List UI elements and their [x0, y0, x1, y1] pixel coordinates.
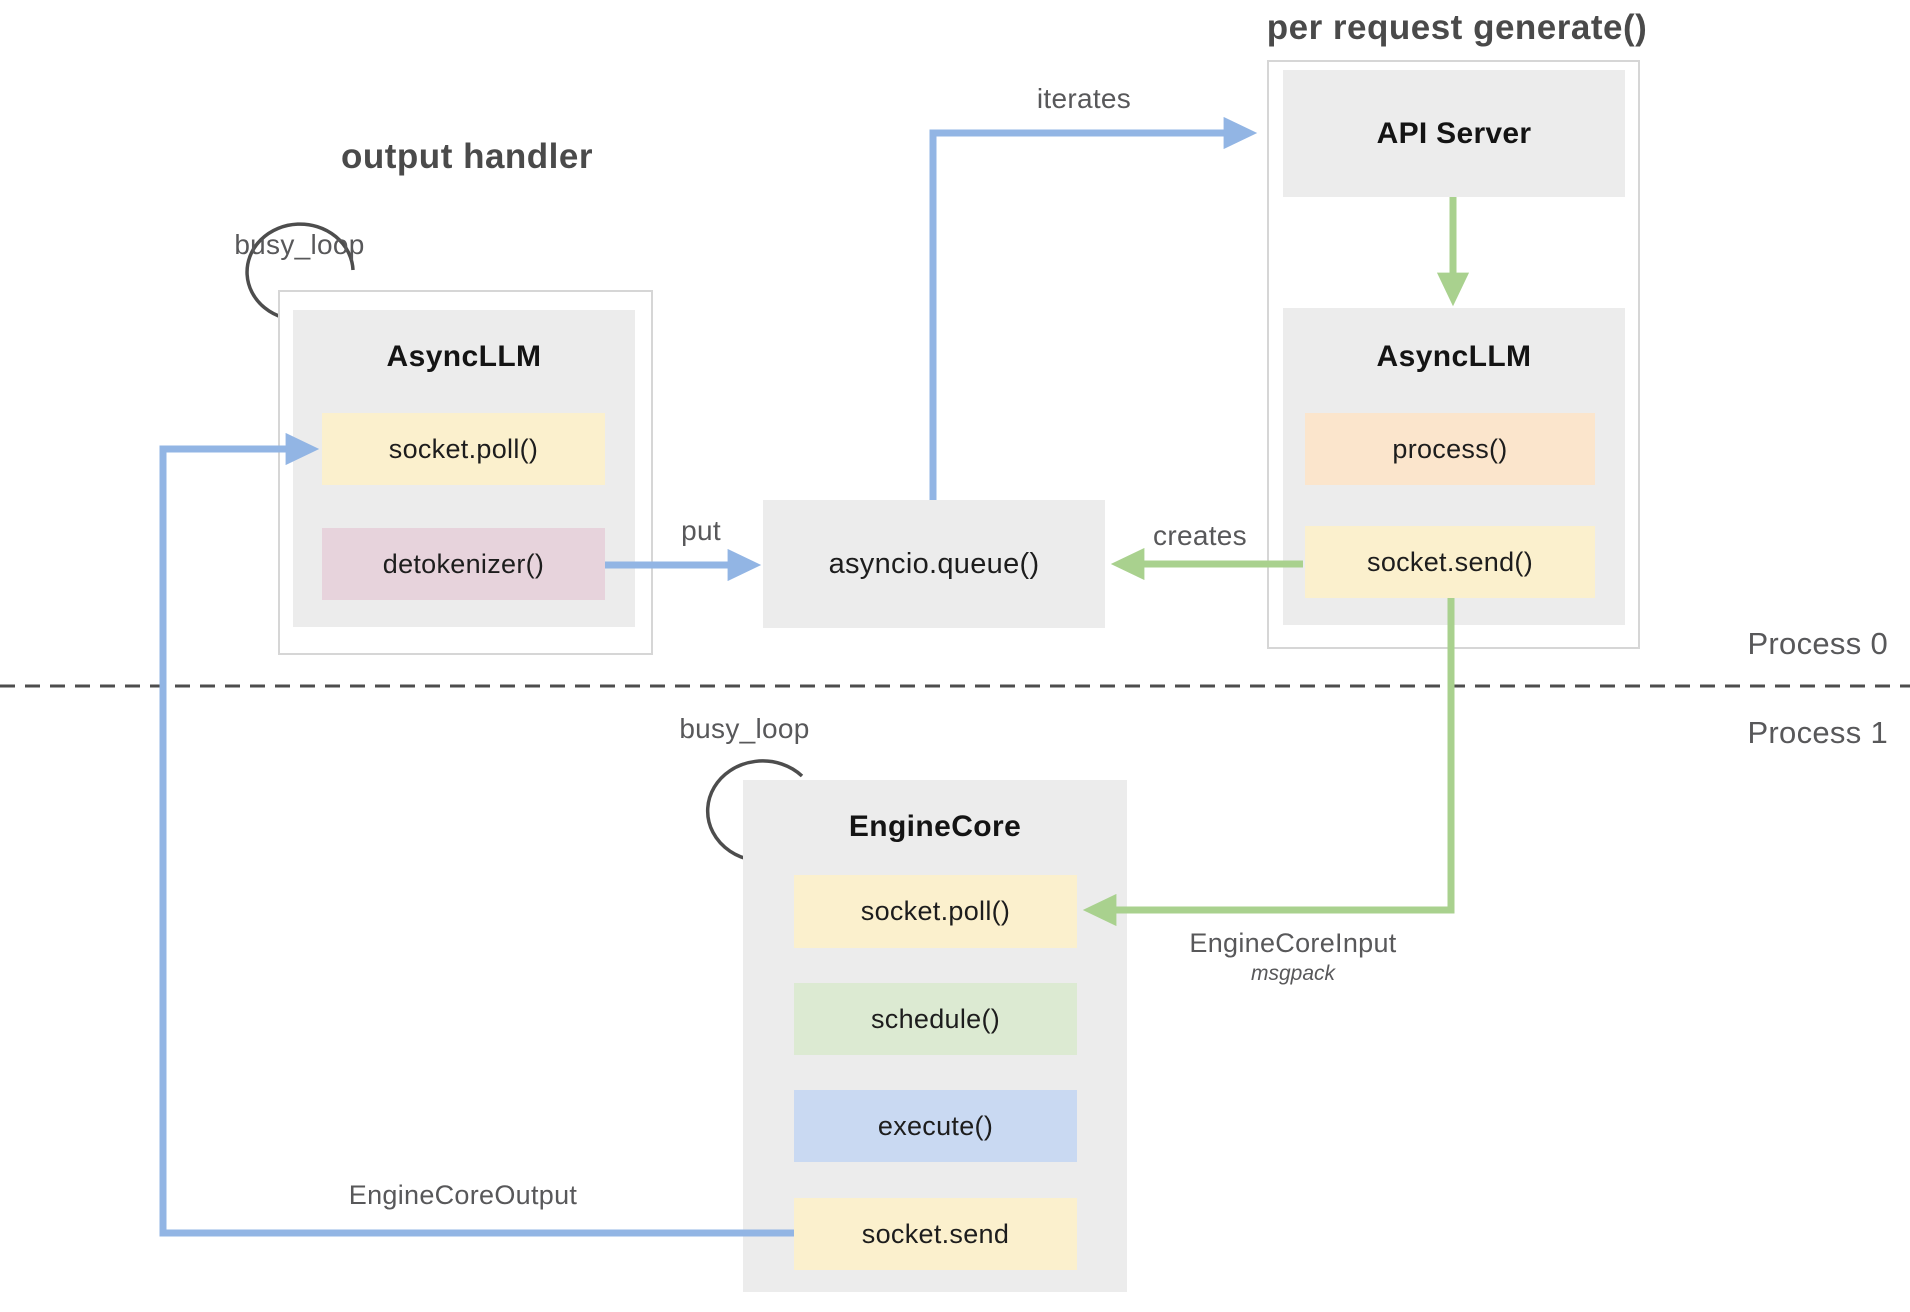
msgpack-label: msgpack [1250, 962, 1336, 985]
async-llm-left-socket-poll: socket.poll() [322, 413, 605, 485]
process-0-label: Process 0 [1747, 626, 1888, 661]
engine-core-output-label: EngineCoreOutput [348, 1180, 578, 1210]
api-server-box: API Server [1283, 70, 1625, 197]
async-llm-left-detokenizer: detokenizer() [322, 528, 605, 600]
creates-label: creates [1153, 520, 1247, 551]
edge-iterates [929, 116, 1258, 500]
engine-core-schedule: schedule() [794, 983, 1077, 1055]
busy-loop-label-engine-core: busy_loop [679, 713, 810, 744]
async-llm-left-title: AsyncLLM [386, 340, 542, 373]
iterates-label: iterates [1036, 83, 1132, 114]
async-llm-right-process: process() [1305, 413, 1595, 485]
async-llm-right-title: AsyncLLM [1376, 340, 1532, 373]
put-label: put [681, 515, 721, 546]
busy-loop-label-output-handler: busy_loop [234, 229, 365, 260]
engine-core-execute: execute() [794, 1090, 1077, 1162]
process-1-label: Process 1 [1747, 715, 1888, 750]
output-handler-heading: output handler [341, 137, 593, 176]
async-llm-right-socket-send: socket.send() [1305, 526, 1595, 598]
asyncio-queue-box: asyncio.queue() [763, 500, 1105, 628]
engine-core-input-label: EngineCoreInput [1189, 928, 1397, 958]
engine-core-socket-poll: socket.poll() [794, 875, 1077, 948]
engine-core-socket-send: socket.send [794, 1198, 1077, 1270]
per-request-generate-heading: per request generate() [1266, 8, 1648, 47]
engine-core-title: EngineCore [848, 810, 1022, 843]
